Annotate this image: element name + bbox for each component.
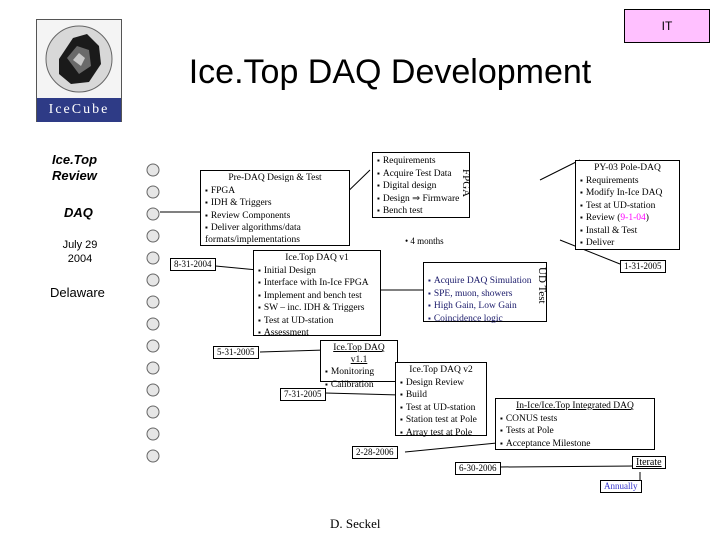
v2-box: Ice.Top DAQ v2 Design Review Build Test … bbox=[395, 362, 487, 438]
list-item: Implement and bench test bbox=[258, 290, 376, 303]
page-title: Ice.Top DAQ Development bbox=[188, 53, 592, 91]
meeting-date: July 29 2004 bbox=[62, 239, 98, 265]
v1-box: Ice.Top DAQ v1 Initial Design Interface … bbox=[253, 250, 381, 338]
list-item: Coincidence logic bbox=[428, 313, 528, 326]
fpga-side-label: FPGA bbox=[460, 169, 472, 198]
date-label: 1-31-2005 bbox=[620, 260, 666, 273]
list-item: Build bbox=[400, 389, 482, 402]
review-prefix: Review ( bbox=[585, 213, 621, 223]
list-item: Design ⇒ Firmware bbox=[377, 193, 460, 206]
integrated-items: CONUS tests Tests at Pole Acceptance Mil… bbox=[500, 413, 650, 451]
iterate-text: Iterate bbox=[636, 457, 662, 468]
py03-box: PY-03 Pole-DAQ Requirements Modify In-Ic… bbox=[575, 160, 680, 250]
logo-text: IceCube bbox=[48, 102, 110, 117]
list-item: Modify In-Ice DAQ bbox=[580, 187, 675, 200]
list-item: Acquire DAQ Simulation bbox=[428, 275, 532, 288]
fpga-duration-note: • 4 months bbox=[405, 236, 444, 246]
list-item: IDH & Triggers bbox=[205, 197, 345, 210]
list-item: FPGA bbox=[205, 185, 345, 198]
list-item: Station test at Pole bbox=[400, 414, 482, 427]
list-item: Deliver bbox=[580, 237, 675, 250]
integrated-box: In-Ice/Ice.Top Integrated DAQ CONUS test… bbox=[495, 398, 655, 450]
v1-items: Initial Design Interface with In-Ice FPG… bbox=[258, 265, 376, 340]
predaq-items: FPGA IDH & Triggers Review Components De… bbox=[205, 185, 345, 247]
list-item: Assessment bbox=[258, 327, 376, 340]
list-item: SW – inc. IDH & Triggers bbox=[258, 302, 376, 315]
udtest-box: Acquire DAQ Simulation SPE, muon, shower… bbox=[423, 262, 548, 326]
list-item: Review Components bbox=[205, 210, 345, 223]
date-label: 7-31-2005 bbox=[280, 388, 326, 401]
list-item: Design Review bbox=[400, 377, 482, 390]
list-item: Array test at Pole bbox=[400, 427, 482, 440]
author: D. Seckel bbox=[330, 516, 381, 531]
list-item: Monitoring bbox=[325, 366, 393, 379]
review-label: Ice.Top Review bbox=[52, 152, 98, 183]
list-item-review: Review (9-1-04) bbox=[580, 212, 675, 225]
annually-label: Annually bbox=[600, 480, 642, 493]
py03-title: PY-03 Pole-DAQ bbox=[594, 163, 661, 173]
it-badge: IT bbox=[624, 9, 710, 43]
fpga-box: Requirements Acquire Test Data Digital d… bbox=[372, 152, 472, 218]
py03-items: Requirements Modify In-Ice DAQ Test at U… bbox=[580, 175, 675, 250]
v11-items: Monitoring Calibration bbox=[325, 366, 393, 391]
badge-label: IT bbox=[661, 19, 673, 33]
list-item: Requirements bbox=[377, 155, 453, 168]
list-item: Requirements bbox=[580, 175, 675, 188]
list-item: Test at UD-station bbox=[258, 315, 376, 328]
list-item: Interface with In-Ice FPGA bbox=[258, 277, 376, 290]
predaq-title: Pre-DAQ Design & Test bbox=[228, 173, 322, 183]
v2-items: Design Review Build Test at UD-station S… bbox=[400, 377, 482, 440]
logo-text-bar: IceCube bbox=[37, 98, 121, 122]
v11-title: Ice.Top DAQ v1.1 bbox=[333, 343, 385, 365]
udtest-side-label: UD Test bbox=[536, 267, 548, 304]
list-item: Deliver algorithms/data formats/implemen… bbox=[205, 222, 345, 246]
predaq-box: Pre-DAQ Design & Test FPGA IDH & Trigger… bbox=[200, 170, 350, 246]
date-label: 8-31-2004 bbox=[170, 258, 216, 271]
v11-box: Ice.Top DAQ v1.1 Monitoring Calibration bbox=[320, 340, 398, 390]
date-label: 6-30-2006 bbox=[455, 462, 501, 475]
review-date: 9-1-04 bbox=[620, 213, 646, 223]
review-suffix: ) bbox=[645, 213, 649, 223]
list-item: Install & Test bbox=[580, 225, 675, 238]
v2-title: Ice.Top DAQ v2 bbox=[409, 365, 473, 375]
udtest-items: Acquire DAQ Simulation SPE, muon, shower… bbox=[428, 275, 532, 326]
list-item: High Gain, Low Gain bbox=[428, 300, 528, 313]
icecube-logo: IceCube bbox=[36, 19, 122, 122]
meeting-place: Delaware bbox=[50, 285, 105, 300]
list-item: CONUS tests bbox=[500, 413, 650, 426]
daq-label: DAQ bbox=[64, 205, 93, 220]
integrated-title: In-Ice/Ice.Top Integrated DAQ bbox=[516, 401, 634, 411]
date-label: 2-28-2006 bbox=[352, 446, 398, 459]
v1-title: Ice.Top DAQ v1 bbox=[285, 253, 349, 263]
logo-graphic bbox=[37, 20, 121, 98]
list-item: Calibration bbox=[325, 379, 393, 392]
timeline-dots bbox=[146, 163, 160, 463]
list-item: SPE, muon, showers bbox=[428, 288, 528, 301]
list-item: Bench test bbox=[377, 205, 453, 218]
list-item: Initial Design bbox=[258, 265, 376, 278]
list-item: Acquire Test Data bbox=[377, 168, 453, 181]
list-item: Digital design bbox=[377, 180, 453, 193]
list-item: Tests at Pole bbox=[500, 425, 650, 438]
list-item-text: Deliver algorithms/data formats/implemen… bbox=[205, 223, 301, 245]
iterate-label: Iterate bbox=[632, 456, 666, 469]
date-label: 5-31-2005 bbox=[213, 346, 259, 359]
fpga-items: Requirements Acquire Test Data Digital d… bbox=[377, 155, 460, 218]
list-item: Test at UD-station bbox=[580, 200, 675, 213]
list-item: Test at UD-station bbox=[400, 402, 482, 415]
list-item: Acceptance Milestone bbox=[500, 438, 650, 451]
